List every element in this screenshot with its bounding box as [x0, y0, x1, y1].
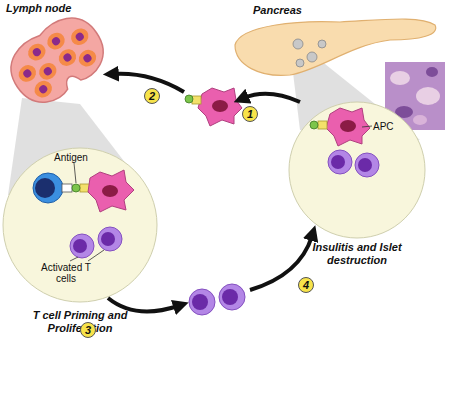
- cycle-arrow: [250, 236, 312, 290]
- callout-number: 4: [298, 277, 314, 293]
- pancreas: Pancreas: [235, 0, 445, 78]
- cell-nucleus: [331, 155, 345, 169]
- lymph-node-shape: [0, 6, 115, 114]
- activated-t-cell: [70, 234, 94, 258]
- mhc-molecule: [192, 96, 201, 104]
- callout-number: 1: [242, 106, 258, 122]
- apc-cell: [326, 108, 370, 146]
- node-heading: Insulitis and Islet destruction: [301, 241, 413, 267]
- activated-t-cell: [355, 153, 379, 177]
- islet: [318, 40, 326, 48]
- cell-nucleus: [35, 178, 55, 198]
- zoom-circle: T cell Priming and Proliferation: [2, 147, 158, 342]
- activated-t-cell: [328, 150, 352, 174]
- cell-nucleus: [73, 239, 87, 253]
- lymph-cell: [56, 46, 80, 69]
- activated-t-cell: [189, 289, 215, 315]
- leader-line: [88, 250, 104, 261]
- leader-line: [74, 163, 76, 183]
- cell-nucleus: [74, 31, 85, 42]
- callout-number: 2: [144, 88, 160, 104]
- cell-nucleus: [50, 36, 61, 47]
- cell-nucleus: [62, 52, 73, 63]
- cell-nucleus: [82, 53, 93, 64]
- islet: [293, 39, 303, 49]
- activated-t-cell: [219, 284, 245, 310]
- node-heading: T cell Priming and Proliferation: [24, 309, 136, 335]
- cycle-arrow: [244, 94, 300, 102]
- histology-texture: [413, 115, 427, 125]
- mhc-molecule: [318, 121, 327, 129]
- t-cell: [33, 173, 63, 203]
- cell-nucleus: [222, 289, 238, 305]
- cell-nucleus: [31, 47, 42, 58]
- t-cell-receptor: [62, 184, 72, 192]
- lymph-node-outline: [0, 6, 115, 114]
- cell-nucleus: [358, 158, 372, 172]
- lymph-cell: [44, 29, 68, 52]
- cell-nucleus: [38, 84, 49, 95]
- cell-nucleus: [42, 66, 53, 77]
- lymph-cell: [68, 25, 92, 48]
- antigen: [72, 184, 80, 192]
- node-heading: Pancreas: [253, 4, 353, 17]
- antigen: [310, 121, 318, 129]
- cycle-arrow: [114, 74, 184, 92]
- lymph-cell: [76, 46, 100, 69]
- node-heading: Lymph node: [6, 2, 106, 15]
- leader-line: [362, 126, 372, 127]
- mhc-molecule: [80, 184, 90, 192]
- islet: [307, 52, 317, 62]
- cycle-arrow: [108, 298, 178, 311]
- antigen: [185, 95, 193, 103]
- cell-nucleus: [340, 120, 356, 132]
- zoom-circle: Insulitis and Islet destruction: [287, 100, 427, 270]
- islet: [296, 59, 304, 67]
- zoom-circle-outline: [3, 148, 157, 302]
- migrating-apc: [198, 88, 242, 126]
- lymph-cell: [15, 62, 39, 85]
- activated-t-cell: [98, 227, 122, 251]
- zoom-circle-outline: [289, 102, 425, 238]
- cell-nucleus: [22, 68, 33, 79]
- histology-texture: [390, 71, 410, 85]
- apc-cell: [88, 170, 134, 212]
- histology-texture: [416, 87, 440, 105]
- histology-texture: [426, 67, 438, 77]
- cell-nucleus: [192, 294, 208, 310]
- lymph-node: Lymph node: [4, 0, 114, 105]
- cell-nucleus: [101, 232, 115, 246]
- lymph-cell: [31, 77, 55, 100]
- cell-nucleus: [102, 185, 118, 197]
- lymph-cell: [25, 40, 49, 63]
- lymph-cell: [36, 60, 60, 83]
- cell-nucleus: [212, 100, 228, 112]
- leader-line: [70, 257, 78, 261]
